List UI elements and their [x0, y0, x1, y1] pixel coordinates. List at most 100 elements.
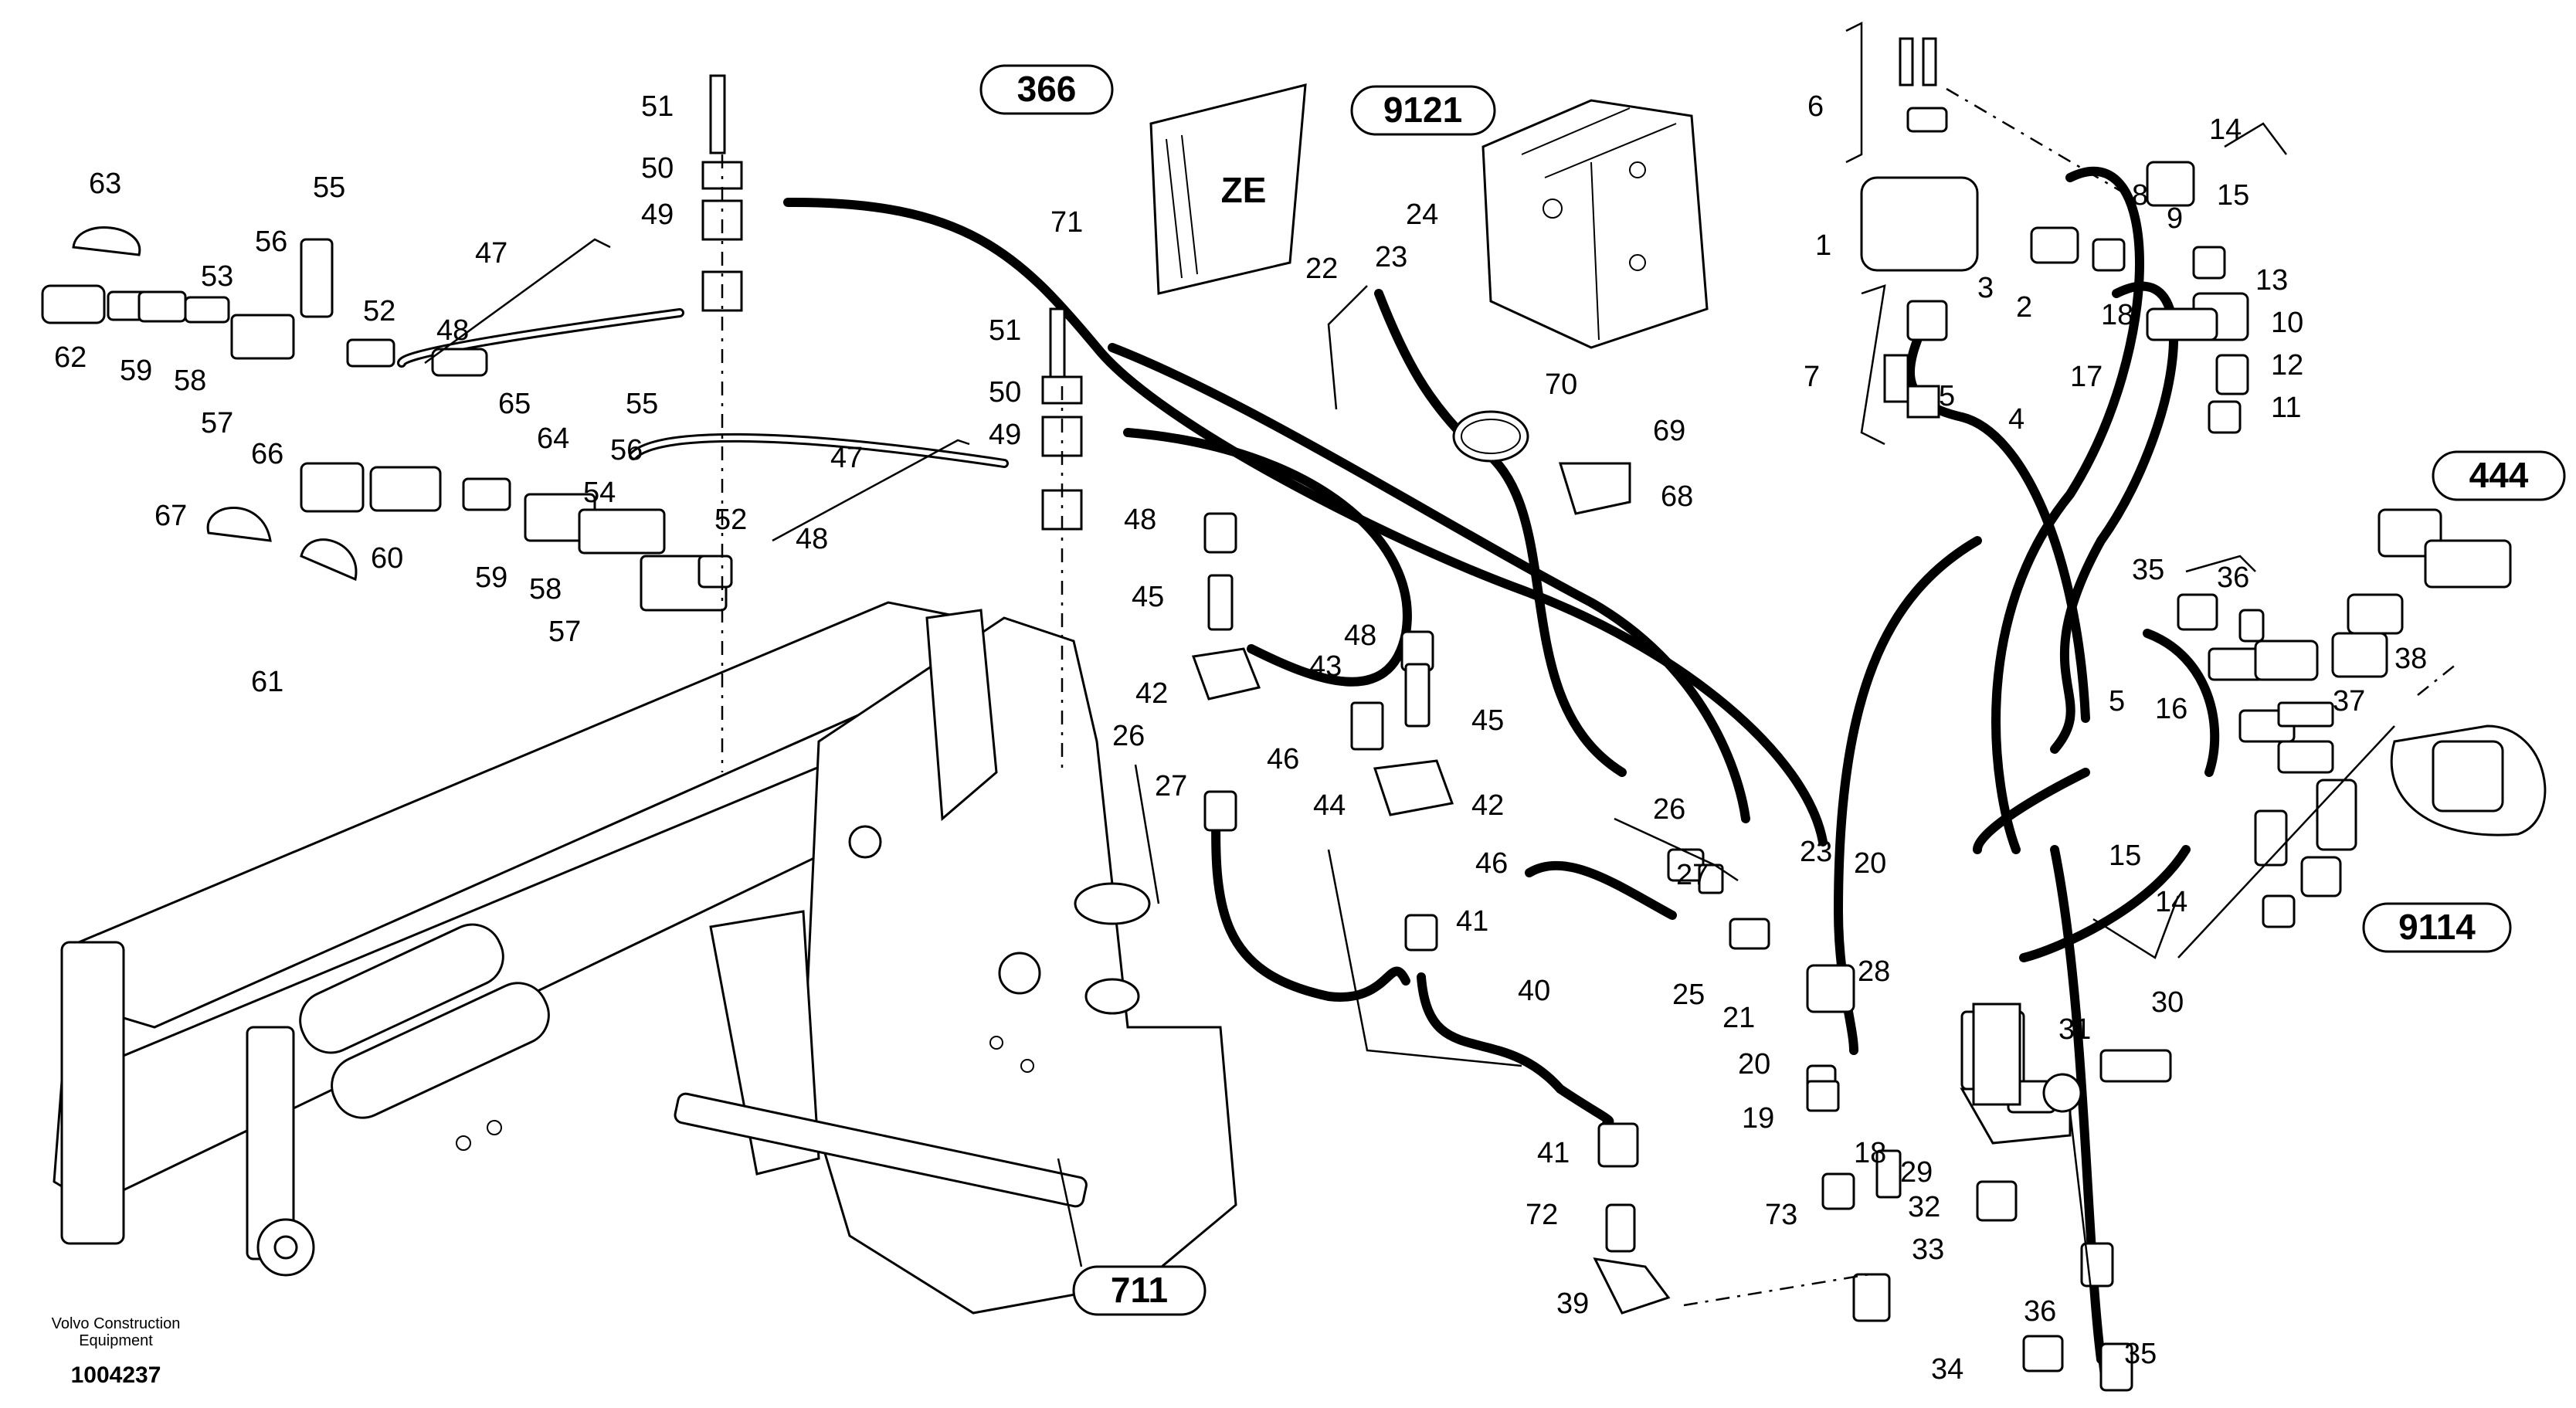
part-label: 67: [154, 500, 187, 532]
part-label: 51: [989, 314, 1021, 347]
ref-label: 366: [1017, 69, 1077, 109]
part-label: 29: [1900, 1156, 1933, 1189]
part-label: 11: [2271, 392, 2301, 424]
part-label: 18: [1854, 1137, 1886, 1169]
part-label: 52: [363, 295, 395, 327]
part-label: 56: [610, 434, 643, 467]
part-label: 48: [1124, 504, 1156, 536]
part-label: 33: [1912, 1233, 1944, 1266]
part-label: 14: [2155, 886, 2187, 918]
part-label: 21: [1722, 1002, 1755, 1034]
part-label: 35: [2124, 1338, 2157, 1370]
part-label: 36: [2024, 1295, 2056, 1328]
part-label: 25: [1672, 979, 1705, 1011]
fittings: [41, 37, 2547, 1392]
part-label: 46: [1267, 743, 1299, 775]
part-label: 6: [1807, 90, 1824, 123]
ref-label: 444: [2469, 455, 2529, 495]
part-label: 15: [2109, 840, 2141, 872]
part-label: 14: [2209, 114, 2242, 146]
part-label: 5: [2109, 685, 2125, 718]
part-label: 49: [641, 198, 674, 231]
part-label: 49: [989, 419, 1021, 451]
part-label: 34: [1931, 1353, 1963, 1386]
part-label: 10: [2271, 307, 2303, 339]
part-label: 28: [1858, 955, 1890, 988]
part-label: 51: [641, 90, 674, 123]
part-label: 17: [2070, 361, 2103, 393]
part-label: 63: [89, 168, 121, 200]
part-label: 52: [714, 504, 747, 536]
ref-label: 9121: [1383, 90, 1462, 130]
part-label: 47: [830, 442, 863, 474]
ref-label: 9114: [2398, 907, 2476, 947]
ze-label: ZE: [1221, 170, 1267, 210]
part-label: 41: [1537, 1137, 1570, 1169]
drawing-code: 1004237: [71, 1362, 161, 1388]
ref-box-366: 366: [979, 64, 1114, 115]
part-label: 38: [2394, 643, 2427, 675]
part-label: 42: [1471, 789, 1504, 822]
part-number-labels: 63 55 56 53 62 59 58 57 52 48 47 51 50 4…: [54, 90, 2427, 1386]
part-label: 61: [251, 666, 283, 698]
clamp-and-boot: [1452, 410, 1631, 515]
part-label: 7: [1804, 361, 1820, 393]
part-label: 62: [54, 341, 87, 374]
part-label: 32: [1908, 1191, 1940, 1223]
part-label: 24: [1406, 198, 1438, 231]
part-label: 50: [641, 152, 674, 185]
part-label: 46: [1475, 847, 1508, 880]
loader-frame: [53, 601, 1237, 1315]
part-label: 15: [2217, 179, 2249, 212]
part-label: 72: [1526, 1199, 1558, 1231]
part-label: 18: [2101, 299, 2133, 331]
part-label: 23: [1800, 836, 1832, 868]
part-label: 68: [1661, 480, 1693, 513]
part-label: 36: [2217, 562, 2249, 594]
part-label: 27: [1155, 770, 1187, 802]
part-label: 45: [1132, 581, 1164, 613]
part-label: 35: [2132, 554, 2164, 586]
part-label: 45: [1471, 704, 1504, 737]
part-label: 26: [1112, 720, 1145, 752]
part-label: 31: [2058, 1013, 2091, 1046]
part-label: 58: [529, 573, 562, 606]
part-label: 22: [1305, 253, 1338, 285]
part-label: 23: [1375, 241, 1407, 273]
part-label: 53: [201, 260, 233, 293]
part-label: 5: [1939, 380, 1955, 412]
part-label: 2: [2016, 291, 2032, 324]
part-label: 43: [1309, 650, 1342, 683]
part-label: 4: [2008, 403, 2024, 436]
part-label: 40: [1518, 975, 1550, 1007]
ref-label: 711: [1111, 1270, 1168, 1310]
part-label: 57: [201, 407, 233, 439]
part-label: 48: [796, 523, 828, 555]
part-label: 56: [255, 226, 287, 258]
part-label: 66: [251, 438, 283, 470]
part-label: 20: [1854, 847, 1886, 880]
leader-lines: [424, 21, 2457, 1376]
part-label: 30: [2151, 986, 2184, 1019]
part-label: 50: [989, 376, 1021, 409]
part-label: 1: [1815, 229, 1831, 262]
part-label: 42: [1135, 677, 1168, 710]
part-label: 19: [1742, 1102, 1774, 1135]
part-label: 59: [120, 355, 152, 387]
valve-block-9121: [1481, 99, 1709, 349]
brand-line-2: Equipment: [79, 1332, 153, 1349]
part-label: 3: [1977, 272, 1994, 304]
part-label: 48: [1344, 619, 1376, 652]
part-label: 55: [313, 171, 345, 204]
part-label: 20: [1738, 1048, 1770, 1081]
ref-box-444: 444: [2432, 450, 2566, 501]
part-label: 73: [1765, 1199, 1797, 1231]
part-label: 8: [2132, 179, 2148, 212]
part-label: 71: [1050, 206, 1083, 239]
part-label: 60: [371, 542, 403, 575]
part-label: 39: [1556, 1288, 1589, 1320]
part-label: 12: [2271, 349, 2303, 382]
part-label: 26: [1653, 793, 1685, 826]
ref-box-711: 711: [1072, 1265, 1207, 1316]
